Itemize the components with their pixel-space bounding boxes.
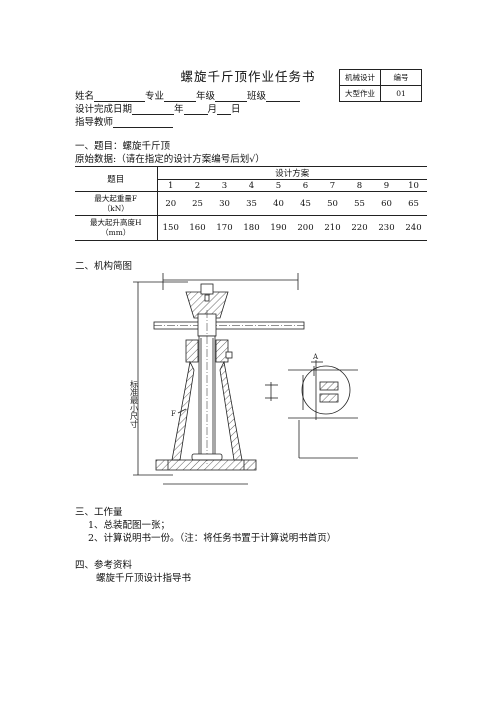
teacher-label: 指导教师 xyxy=(75,117,114,128)
view-a-label: A xyxy=(312,353,319,361)
screw-jack-drawing: 标准最小尺寸 A F xyxy=(130,273,358,485)
grade-label: 年级 xyxy=(196,91,216,102)
col-header: 3 xyxy=(211,179,238,192)
date-label: 设计完成日期 xyxy=(75,104,133,115)
section1-heading: 一、题目：螺旋千斤顶 xyxy=(75,141,171,152)
force-label: F xyxy=(171,410,176,418)
col-header: 6 xyxy=(292,179,319,192)
col-header: 5 xyxy=(265,179,292,192)
table-cell: 220 xyxy=(346,215,373,241)
teacher-blank xyxy=(113,117,174,128)
table-cell: 40 xyxy=(265,191,292,216)
assignment-type-cell: 大型作业 xyxy=(339,85,381,102)
col-header: 8 xyxy=(346,179,373,192)
row-unit-line: （kN） xyxy=(102,203,129,213)
table-cell: 25 xyxy=(184,191,211,216)
col-header: 2 xyxy=(184,179,211,192)
table-cell: 230 xyxy=(373,215,400,241)
col-header: 10 xyxy=(400,179,427,192)
workload-item-1: 1、总装配图一张； xyxy=(88,520,171,531)
month-label: 月 xyxy=(207,104,218,115)
section3-heading: 三、工作量 xyxy=(75,507,123,518)
table-cell: 200 xyxy=(292,215,319,241)
row-label-load: 最大起重量F（kN） xyxy=(75,191,157,216)
major-blank xyxy=(164,91,197,102)
table-cell: 45 xyxy=(292,191,319,216)
day-blank xyxy=(217,104,232,115)
row-label-height: 最大起升高度H（mm） xyxy=(75,215,157,241)
section1-note: 原始数据:（请在指定的设计方案编号后划√） xyxy=(75,154,265,165)
workload-item-2: 2、计算说明书一份。（注：将任务书置于计算说明书首页） xyxy=(88,533,337,544)
table-cell: 50 xyxy=(319,191,346,216)
teacher-line: 指导教师 xyxy=(75,114,174,128)
year-label: 年 xyxy=(174,104,184,115)
section2-heading: 二、机构简图 xyxy=(75,261,133,272)
number-value-cell: 01 xyxy=(380,85,422,102)
table-cell: 170 xyxy=(211,215,238,241)
plan-header-cell: 设计方案 xyxy=(156,166,427,180)
table-cell: 55 xyxy=(346,191,373,216)
document-title: 螺旋千斤顶作业任务书 xyxy=(180,69,316,84)
table-cell: 190 xyxy=(265,215,292,241)
name-blank xyxy=(94,91,146,102)
design-parameters-table: 题目 设计方案 1 2 3 4 5 6 7 8 9 10 最大起重量F（kN） … xyxy=(75,166,427,241)
month-blank xyxy=(183,104,208,115)
col-header: 1 xyxy=(156,179,184,192)
class-label: 班级 xyxy=(247,91,267,102)
table-cell: 60 xyxy=(373,191,400,216)
name-label: 姓名 xyxy=(75,91,95,102)
col-header: 4 xyxy=(238,179,265,192)
doc-number-table: 机械设计 编号 大型作业 01 xyxy=(339,69,422,102)
table-cell: 65 xyxy=(400,191,427,216)
table-row: 最大起重量F（kN） 20 25 30 35 40 45 50 55 60 65 xyxy=(75,191,427,216)
number-label-cell: 编号 xyxy=(380,69,422,86)
table-cell: 30 xyxy=(211,191,238,216)
plan-header: 设计方案 xyxy=(275,169,310,179)
table-cell: 150 xyxy=(156,215,184,241)
day-label: 日 xyxy=(231,104,241,115)
major-label: 专业 xyxy=(145,91,165,102)
date-line: 设计完成日期 年 月 日 xyxy=(75,101,241,115)
table-cell: 20 xyxy=(156,191,184,216)
class-blank xyxy=(266,91,301,102)
dim-label-vertical: 标准最小尺寸 xyxy=(130,379,139,428)
grade-blank xyxy=(215,91,248,102)
student-info-line: 姓名 专业 年级 班级 xyxy=(75,88,301,102)
topic-header: 题目 xyxy=(107,175,125,185)
row-label-line: 最大起升高度H xyxy=(89,218,142,227)
topic-header-cell: 题目 xyxy=(75,166,157,192)
table-cell: 35 xyxy=(238,191,265,216)
year-blank xyxy=(132,104,175,115)
table-cell: 160 xyxy=(184,215,211,241)
col-header: 9 xyxy=(373,179,400,192)
table-cell: 180 xyxy=(238,215,265,241)
course-cell: 机械设计 xyxy=(339,69,381,86)
table-row: 最大起升高度H（mm） 150 160 170 180 190 200 210 … xyxy=(75,215,427,241)
reference-item-1: 螺旋千斤顶设计指导书 xyxy=(96,573,192,584)
table-cell: 240 xyxy=(400,215,427,241)
section4-heading: 四、参考资料 xyxy=(75,560,133,571)
table-cell: 210 xyxy=(319,215,346,241)
row-label-line: 最大起重量F xyxy=(94,193,138,203)
col-header: 7 xyxy=(319,179,346,192)
row-unit-line: （mm） xyxy=(101,228,131,237)
